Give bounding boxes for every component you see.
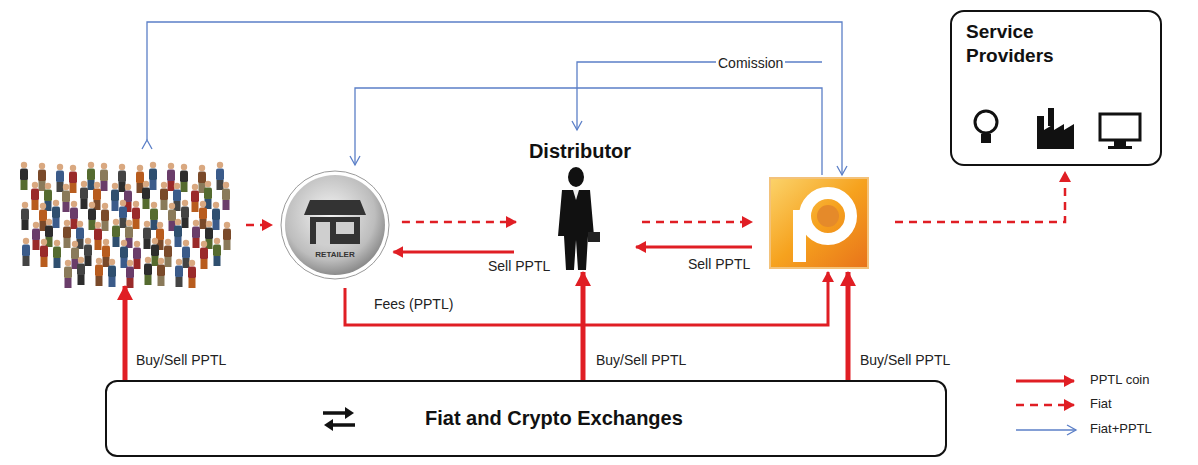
person	[216, 162, 224, 190]
retailer-shape	[280, 170, 390, 280]
retailer-circle: RETAILER	[280, 170, 398, 280]
person	[222, 182, 230, 210]
person	[31, 182, 39, 210]
flow-label: Buy/Sell PPTL	[858, 352, 952, 368]
person	[62, 184, 70, 212]
person	[223, 222, 231, 250]
person	[102, 239, 110, 267]
person	[22, 238, 30, 266]
person	[118, 164, 126, 192]
person	[142, 181, 150, 209]
person	[143, 221, 151, 249]
legend-text: Fiat	[1088, 396, 1114, 411]
person	[181, 200, 189, 228]
flow-label: Buy/Sell PPTL	[134, 352, 228, 368]
edge-label: Buy/Sell PPTL	[594, 352, 688, 368]
person	[151, 238, 159, 266]
distributor-figure: Distributor	[518, 140, 642, 272]
person	[69, 165, 77, 193]
person	[133, 241, 141, 269]
pptl-arrow	[581, 272, 586, 380]
businessman-figure	[518, 166, 634, 272]
person	[150, 202, 158, 230]
pptl-lines	[125, 247, 848, 380]
flow-label: Sell PPTL	[686, 256, 752, 272]
person	[164, 239, 172, 267]
person	[144, 257, 152, 285]
person	[167, 163, 175, 191]
exchange-icon	[319, 404, 359, 434]
exchanges-box: Fiat and Crypto Exchanges	[105, 380, 947, 457]
person	[95, 258, 103, 286]
person	[77, 257, 85, 285]
pptl-logo	[770, 178, 868, 268]
person	[199, 201, 207, 229]
person	[112, 219, 120, 247]
person	[182, 240, 190, 268]
pptl-arrow	[393, 251, 514, 254]
person	[111, 183, 119, 211]
commission-lines	[147, 22, 842, 175]
crowd	[20, 162, 231, 288]
flow-label: Comission	[716, 55, 785, 71]
flow-label: Fees (PPTL)	[372, 296, 455, 312]
person	[200, 241, 208, 269]
person	[126, 260, 134, 288]
person	[56, 164, 64, 192]
node-text: Distributor	[518, 140, 642, 163]
person	[32, 222, 40, 250]
person	[132, 201, 140, 229]
person	[188, 260, 196, 288]
person	[20, 162, 28, 190]
fiat-arrow	[402, 221, 516, 224]
person	[174, 219, 182, 247]
person	[101, 203, 109, 231]
person	[108, 259, 116, 287]
legend-sample	[1016, 380, 1074, 383]
node-text: Fiat and Crypto Exchanges	[425, 407, 683, 430]
person	[21, 202, 29, 230]
node-text: Service Providers	[966, 20, 1086, 68]
legend-text: PPTL coin	[1088, 372, 1152, 387]
person	[149, 162, 157, 190]
person	[52, 200, 60, 228]
person	[213, 238, 221, 266]
edge-label: Sell PPTL	[486, 258, 552, 274]
person	[70, 201, 78, 229]
person	[38, 163, 46, 191]
service-providers-box: Service Providers	[950, 10, 1162, 166]
person	[119, 200, 127, 228]
person	[94, 222, 102, 250]
person	[64, 260, 72, 288]
person	[88, 202, 96, 230]
person	[40, 239, 48, 267]
legend-sample	[1016, 429, 1076, 430]
person	[100, 163, 108, 191]
person	[120, 240, 128, 268]
person	[192, 220, 200, 248]
person	[84, 238, 92, 266]
provider-icons	[962, 104, 1152, 154]
node-text: RETAILER	[280, 250, 390, 259]
person	[191, 184, 199, 212]
person	[180, 164, 188, 192]
person	[212, 202, 220, 230]
person	[157, 258, 165, 286]
person	[53, 240, 61, 268]
legend-sample	[1016, 404, 1074, 407]
person	[63, 220, 71, 248]
person	[87, 162, 95, 190]
person	[160, 182, 168, 210]
person	[80, 181, 88, 209]
legend-text: Fiat+PPTL	[1088, 421, 1154, 436]
person	[175, 259, 183, 287]
